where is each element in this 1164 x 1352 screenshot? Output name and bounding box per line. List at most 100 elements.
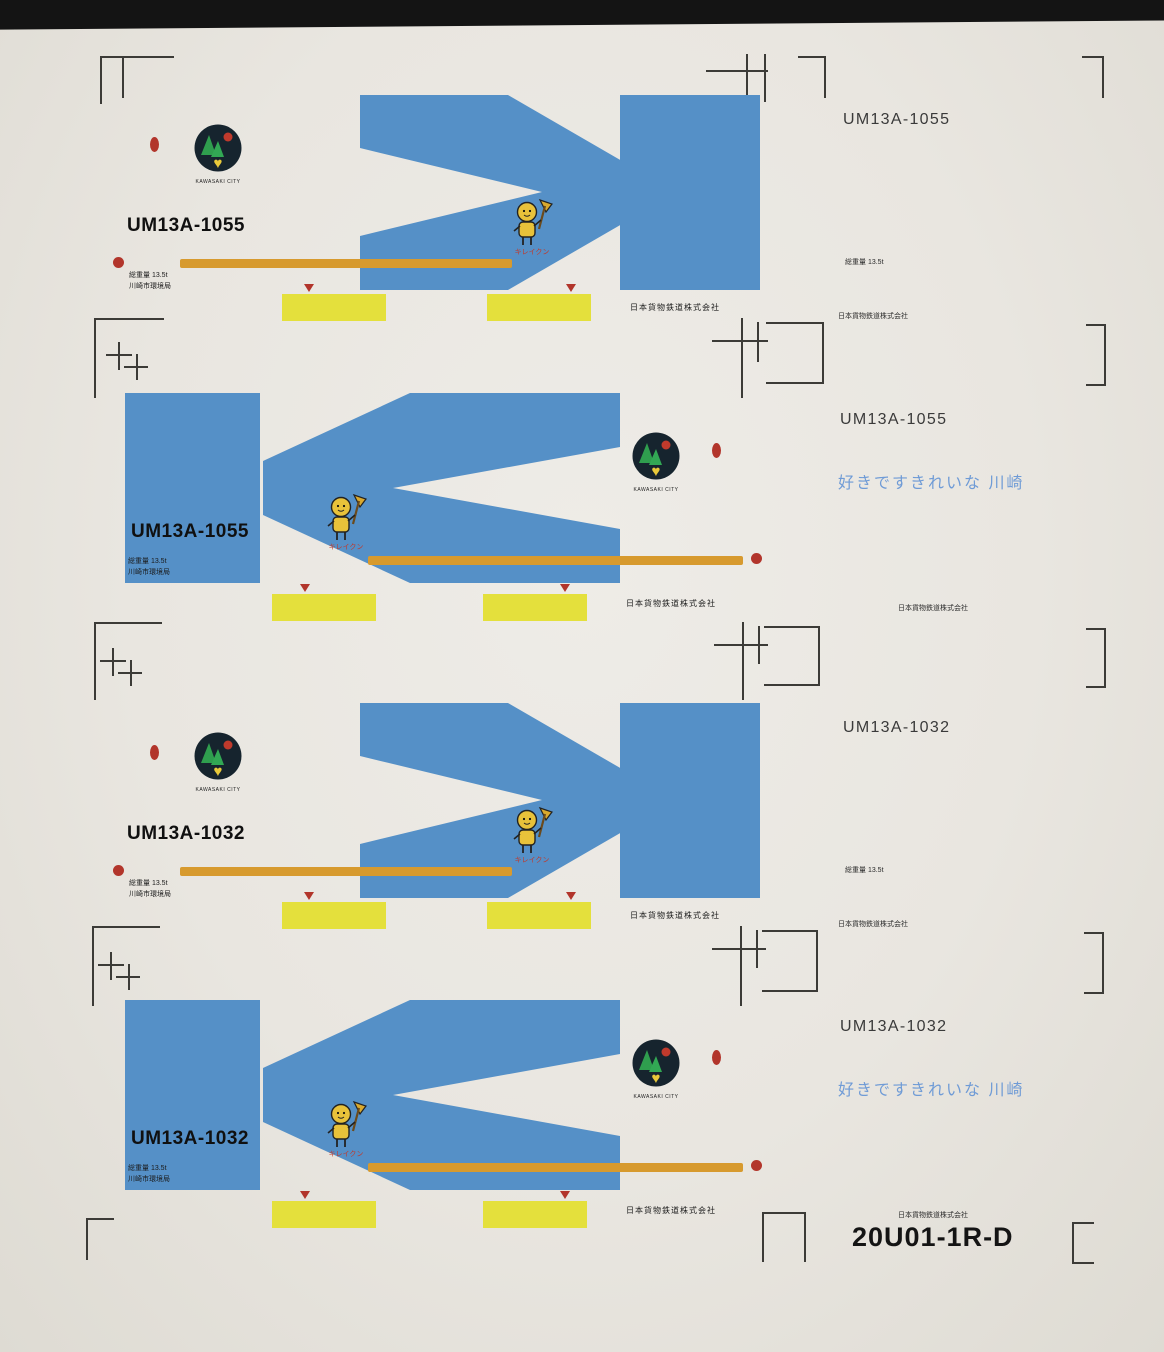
registration-mark [94,318,164,398]
kawasaki-k-logo-mirrored [360,95,760,290]
yellow-patch [487,294,591,321]
registration-mark [740,926,744,1006]
company-name: 日本貨物鉄道株式会社 [630,303,720,312]
margin-container-code: UM13A-1055 [840,411,948,428]
registration-mark [756,930,760,968]
margin-weight-note: 総重量 13.5t [845,259,884,266]
registration-mark [762,930,818,992]
container-spec-text: 総重量 13.5t 川崎市環境局 [129,880,171,898]
red-triangle-mark [300,1191,310,1199]
print-color-dot [113,865,124,876]
margin-container-code: UM13A-1055 [843,111,951,128]
sheet-product-code: 20U01-1R-D [852,1222,1014,1252]
margin-container-code: UM13A-1032 [843,719,951,736]
margin-company-name: 日本貨物鉄道株式会社 [898,605,968,612]
city-emblem-caption: KAWASAKI CITY [195,787,241,793]
registration-mark [98,964,124,968]
kawasaki-city-emblem: ♥ KAWASAKI CITY [190,731,246,793]
yellow-patch [272,594,376,621]
orange-stripe [368,1163,743,1172]
company-name: 日本貨物鉄道株式会社 [626,599,716,608]
registration-mark [124,366,148,370]
margin-weight-note: 総重量 13.5t [845,867,884,874]
registration-mark [714,644,768,648]
registration-mark [92,926,160,1006]
margin-company-name: 日本貨物鉄道株式会社 [898,1212,968,1219]
city-emblem-icon: ♥ [632,432,680,480]
orange-stripe [368,556,743,565]
svg-text:♥: ♥ [652,463,661,480]
registration-mark [762,1212,806,1262]
red-triangle-mark [300,584,310,592]
registration-mark [712,948,766,952]
company-name: 日本貨物鉄道株式会社 [630,911,720,920]
svg-text:♥: ♥ [214,155,223,172]
city-emblem-icon: ♥ [194,124,242,172]
company-name: 日本貨物鉄道株式会社 [626,1206,716,1215]
print-color-dot [751,1160,762,1171]
mascot-figure [324,1100,368,1156]
margin-company-name: 日本貨物鉄道株式会社 [838,921,908,928]
city-slogan: 好きですきれいな 川崎 [838,1082,1025,1099]
red-triangle-mark [566,284,576,292]
red-triangle-mark [560,1191,570,1199]
mascot-name: キレイクン [328,544,364,551]
mascot-figure [510,806,554,862]
registration-mark [110,952,114,980]
city-emblem-caption: KAWASAKI CITY [633,1094,679,1100]
yellow-patch [483,594,587,621]
registration-mark [712,340,768,344]
registration-mark [1082,56,1104,98]
print-color-mark [150,137,159,152]
registration-mark [1086,628,1106,688]
registration-mark [100,660,126,664]
mascot-icon [513,198,553,245]
decal-panel-2: UM13A-1055 総重量 13.5t 川崎市環境局 キレイクン [0,393,1164,723]
container-spec-text: 総重量 13.5t 川崎市環境局 [129,272,171,290]
photo-top-edge [0,0,1164,30]
print-color-mark [150,745,159,760]
mascot-name: キレイクン [328,1151,364,1158]
red-triangle-mark [304,892,314,900]
kawasaki-city-emblem: ♥ KAWASAKI CITY [628,1038,684,1100]
print-color-mark [712,1050,721,1065]
orange-stripe [180,259,512,268]
mascot-figure [324,493,368,549]
registration-mark [742,622,746,700]
registration-mark [112,648,116,676]
mascot-icon [513,806,553,853]
yellow-patch [483,1201,587,1228]
registration-mark [122,58,126,98]
registration-mark [1086,324,1106,386]
yellow-patch [272,1201,376,1228]
yellow-patch [282,294,386,321]
mascot-name: キレイクン [514,857,550,864]
kawasaki-k-logo-mirrored [360,703,760,898]
decal-panel-1: ♥ KAWASAKI CITY UM13A-1055 総重量 13.5t 川崎市… [0,95,1164,425]
print-color-mark [712,443,721,458]
red-triangle-mark [560,584,570,592]
mascot-name: キレイクン [514,249,550,256]
registration-mark [764,54,768,102]
registration-mark [118,672,142,676]
kawasaki-k-logo [125,1000,620,1190]
container-code: UM13A-1032 [127,823,245,844]
decal-panel-4: UM13A-1032 総重量 13.5t 川崎市環境局 キレイクン [0,1000,1164,1330]
red-triangle-mark [304,284,314,292]
yellow-patch [282,902,386,929]
registration-mark [116,976,140,980]
svg-text:♥: ♥ [652,1070,661,1087]
container-code: UM13A-1055 [131,521,249,542]
city-slogan: 好きですきれいな 川崎 [838,475,1025,492]
registration-mark [766,322,824,384]
registration-mark [758,626,762,664]
svg-text:♥: ♥ [214,763,223,780]
mascot-icon [327,1100,367,1147]
print-color-dot [113,257,124,268]
registration-mark [1084,932,1104,994]
container-spec-text: 総重量 13.5t 川崎市環境局 [128,1165,170,1183]
kawasaki-k-logo [125,393,620,583]
registration-mark [798,56,826,98]
decal-panel-3: ♥ KAWASAKI CITY UM13A-1032 総重量 13.5t 川崎市… [0,703,1164,1033]
